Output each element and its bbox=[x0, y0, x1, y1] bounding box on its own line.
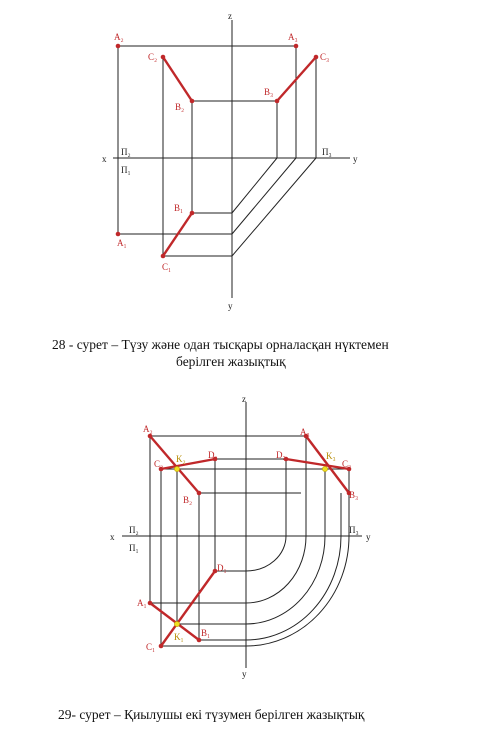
point-k2-label: K₂ bbox=[176, 454, 186, 464]
figure-29-caption: 29- сурет – Қиылушы екі түзумен берілген… bbox=[58, 707, 365, 722]
plane-pi1-label: П₁ bbox=[129, 543, 139, 553]
figure-29-drawing: z y x y П₂ П₁ П₃ A₂ A₃ C₂ K₂ D₂ D₃ K₃ C₃… bbox=[110, 394, 371, 679]
point-a1-label: A₁ bbox=[137, 598, 147, 608]
axis-y-label: y bbox=[353, 154, 358, 164]
point-a3-label: A₃ bbox=[288, 32, 298, 42]
point-k1-label: K₁ bbox=[174, 632, 184, 642]
figure-28-caption-line1: 28 - сурет – Түзу және одан тысқары орна… bbox=[52, 337, 389, 352]
plane-pi2-label: П₂ bbox=[129, 525, 139, 535]
point-d2-label: D₂ bbox=[208, 450, 218, 460]
point-a2-label: A₂ bbox=[143, 424, 153, 434]
plane-pi3-label: П₃ bbox=[322, 147, 332, 157]
axis-y-bottom-label: y bbox=[242, 669, 247, 679]
point-c1-label: C₁ bbox=[162, 262, 171, 272]
axis-z-label: z bbox=[242, 394, 246, 404]
plane-pi1-label: П₁ bbox=[121, 165, 131, 175]
point-a2-label: A₂ bbox=[114, 32, 124, 42]
point-a1-label: A₁ bbox=[117, 238, 127, 248]
point-c2-label: C₂ bbox=[148, 52, 157, 62]
figure-28: z y x y П₂ П₁ П₃ A₂ A₃ C₂ C₃ B₂ B₃ B₁ A₁… bbox=[0, 0, 503, 320]
point-b1-label: B₁ bbox=[174, 203, 183, 213]
point-c1-label: C₁ bbox=[146, 642, 155, 652]
figure-28-caption-line2: берілген жазықтық bbox=[176, 354, 286, 369]
point-b2-label: B₂ bbox=[183, 495, 192, 505]
point-k3-label: K₃ bbox=[326, 451, 336, 461]
figure-28-caption: 28 - сурет – Түзу және одан тысқары орна… bbox=[0, 336, 503, 370]
point-c2-label: C₂ bbox=[154, 459, 163, 469]
plane-pi2-label: П₂ bbox=[121, 147, 131, 157]
axis-z-label: z bbox=[228, 11, 232, 21]
axis-y-bottom-label: y bbox=[228, 301, 233, 311]
point-a3-label: A₃ bbox=[300, 427, 310, 437]
point-b3-label: B₃ bbox=[264, 87, 273, 97]
figure-28-drawing: z y x y П₂ П₁ П₃ A₂ A₃ C₂ C₃ B₂ B₃ B₁ A₁… bbox=[102, 11, 358, 311]
point-b2-label: B₂ bbox=[175, 102, 184, 112]
plane-pi3-label: П₃ bbox=[349, 525, 359, 535]
axis-y-label: y bbox=[366, 532, 371, 542]
point-c3-label: C₃ bbox=[320, 52, 329, 62]
point-b1-label: B₁ bbox=[201, 628, 210, 638]
figure-29: z y x y П₂ П₁ П₃ A₂ A₃ C₂ K₂ D₂ D₃ K₃ C₃… bbox=[0, 390, 503, 690]
axis-x-label: x bbox=[110, 532, 115, 542]
point-d1-label: D₁ bbox=[217, 563, 227, 573]
point-b3-label: B₃ bbox=[349, 490, 358, 500]
axis-x-label: x bbox=[102, 154, 107, 164]
point-d3-label: D₃ bbox=[276, 450, 286, 460]
point-c3-label: C₃ bbox=[342, 459, 351, 469]
